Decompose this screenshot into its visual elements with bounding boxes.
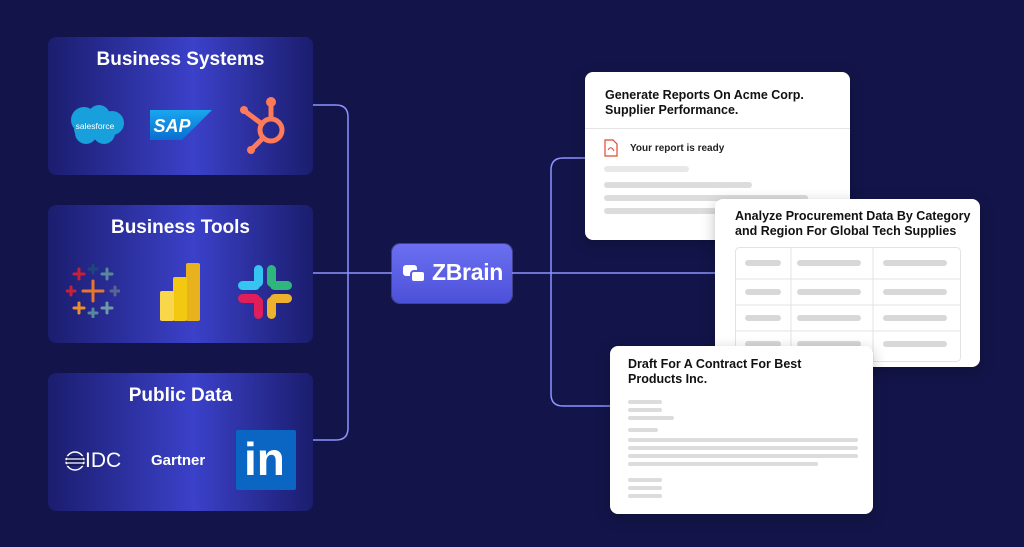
panel-title: Business Tools xyxy=(110,217,250,238)
data-table-placeholder xyxy=(735,247,961,362)
idc-logo: IDC xyxy=(65,449,125,473)
idc-wordmark: IDC xyxy=(85,449,122,472)
linkedin-logo: in xyxy=(236,430,296,490)
card-title: Generate Reports On Acme Corp. Supplier … xyxy=(605,88,804,117)
salesforce-wordmark: salesforce xyxy=(76,121,115,131)
text-placeholder-line xyxy=(628,446,858,450)
power-bi-logo xyxy=(160,263,200,321)
text-placeholder-line xyxy=(604,182,752,188)
business-systems-panel: Business Systems salesforce SAP xyxy=(48,37,313,175)
panel-title: Business Systems xyxy=(96,49,265,70)
card-divider xyxy=(585,128,850,129)
contract-card: Draft For A Contract For Best Products I… xyxy=(610,346,873,514)
tableau-logo xyxy=(66,264,120,318)
text-placeholder-line xyxy=(604,195,808,201)
gartner-wordmark: Gartner xyxy=(151,452,206,469)
text-placeholder-line xyxy=(628,408,662,412)
text-placeholder-line xyxy=(628,486,662,490)
slack-logo xyxy=(238,265,292,319)
linkedin-wordmark: in xyxy=(244,433,285,485)
text-placeholder-line xyxy=(628,478,662,482)
zbrain-hub: ZBrain xyxy=(392,244,512,303)
card-title: Draft For A Contract For Best Products I… xyxy=(628,357,802,386)
hub-label: ZBrain xyxy=(432,259,504,285)
text-placeholder-line xyxy=(628,428,658,432)
text-placeholder-line xyxy=(628,494,662,498)
text-placeholder-line xyxy=(628,454,858,458)
text-placeholder-line xyxy=(604,166,689,172)
public-data-panel: Public Data IDC Gartner in xyxy=(48,373,313,511)
text-placeholder-line xyxy=(628,462,818,466)
connector-to-report-card xyxy=(550,157,610,407)
idc-globe-icon xyxy=(65,451,85,471)
report-status: Your report is ready xyxy=(630,143,725,154)
gartner-logo: Gartner xyxy=(151,452,205,470)
salesforce-logo: salesforce xyxy=(71,105,124,144)
chat-bubbles-icon xyxy=(403,265,426,283)
pdf-file-icon xyxy=(604,139,618,157)
business-tools-panel: Business Tools xyxy=(48,205,313,343)
text-placeholder-line xyxy=(604,208,724,214)
panel-title: Public Data xyxy=(128,385,233,406)
hubspot-logo xyxy=(240,97,285,154)
text-placeholder-line xyxy=(628,416,674,420)
text-placeholder-line xyxy=(628,438,858,442)
sap-wordmark: SAP xyxy=(153,116,191,136)
text-placeholder-line xyxy=(628,400,662,404)
sap-logo: SAP xyxy=(150,110,212,140)
analysis-card: Analyze Procurement Data By Category and… xyxy=(715,199,980,367)
card-title: Analyze Procurement Data By Category and… xyxy=(735,209,971,238)
